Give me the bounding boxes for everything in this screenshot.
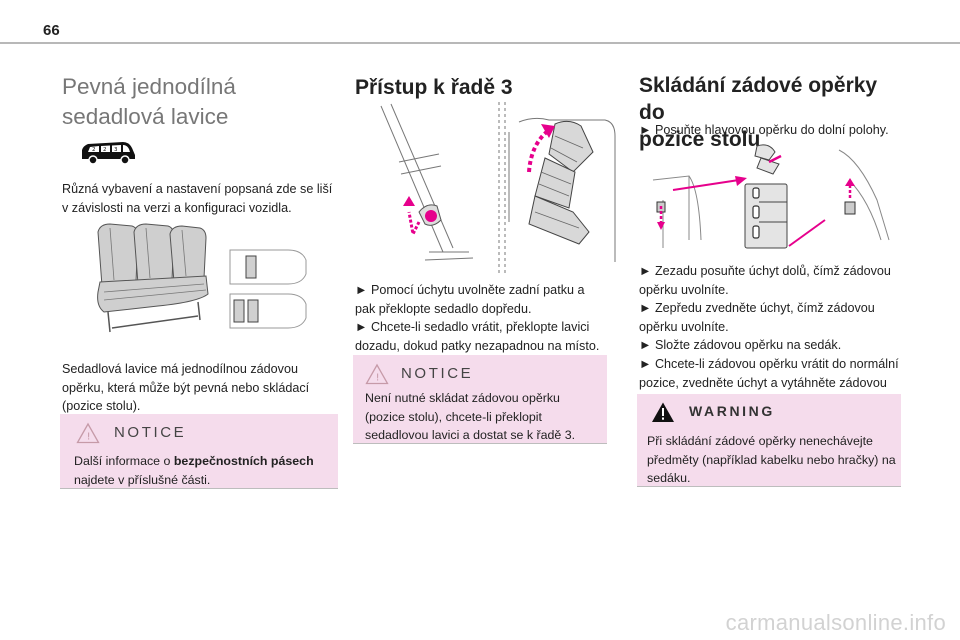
title-line-2: pozice stolu: [639, 128, 761, 151]
bench-seat-illustration: [88, 220, 318, 345]
title-line-2: sedadlová lavice: [62, 104, 229, 129]
row3-steps: ► Pomocí úchytu uvolněte zadní patku a p…: [355, 281, 607, 355]
notice-box-backrest: ! NOTICE Není nutné skládat zádovou opěr…: [353, 355, 607, 444]
table-position-steps: ► Zezadu posuňte úchyt dolů, čímž zádovo…: [639, 262, 901, 411]
van-icon: 2 2 3: [79, 140, 137, 166]
step-rear-handle: ► Zezadu posuňte úchyt dolů, čímž zádovo…: [639, 264, 891, 297]
warning-triangle-icon: [652, 402, 674, 422]
notice-title: NOTICE: [401, 365, 474, 382]
title-line-1: Pevná jednodílná: [62, 74, 236, 99]
tilt-seat-illustration: [369, 102, 619, 274]
title-line-1: Skládání zádové opěrky do: [639, 74, 878, 124]
svg-text:3: 3: [114, 147, 118, 153]
warning-title: WARNING: [689, 403, 775, 419]
warning-triangle-icon: !: [365, 363, 389, 385]
notice-text: Další informace o bezpečnostních pásech …: [74, 454, 314, 487]
warning-text: Při skládání zádové opěrky nenechávejte …: [647, 434, 896, 486]
svg-text:2: 2: [103, 147, 107, 153]
page-number: 66: [43, 22, 60, 39]
fold-backrest-illustration: [649, 140, 893, 252]
step-fold-backrest: ► Složte zádovou opěrku na sedák.: [639, 338, 842, 353]
notice-text: Není nutné skládat zádovou opěrku (pozic…: [365, 391, 576, 443]
svg-text:!: !: [376, 373, 380, 384]
section-title-fixed-bench: Pevná jednodílná sedadlová lavice: [62, 72, 236, 132]
notice-box-seatbelts: ! NOTICE Další informace o bezpečnostníc…: [60, 414, 338, 489]
warning-box-objects: WARNING Při skládání zádové opěrky nenec…: [637, 394, 901, 487]
svg-text:2: 2: [92, 147, 96, 153]
intro-paragraph: Různá vybavení a nastavení popsaná zde s…: [62, 182, 333, 215]
header-rule: [0, 42, 960, 44]
step-front-handle: ► Zepředu zvedněte úchyt, čímž zádovou o…: [639, 301, 875, 334]
warning-triangle-icon: !: [76, 422, 100, 444]
bench-description: Sedadlová lavice má jednodílnou zádovou …: [62, 362, 310, 414]
notice-title: NOTICE: [114, 424, 187, 441]
headrest-instruction: ► Posuňte hlavovou opěrku do dolní poloh…: [639, 123, 889, 137]
step-release-foot: ► Pomocí úchytu uvolněte zadní patku a p…: [355, 283, 585, 316]
section-title-table-position: Skládání zádové opěrky do pozice stolu: [639, 72, 901, 153]
svg-text:!: !: [87, 432, 91, 443]
seatbelts-link-text: bezpečnostních pásech: [173, 454, 314, 468]
step-return-seat: ► Chcete-li sedadlo vrátit, překlopte la…: [355, 320, 600, 353]
footer-watermark: carmanualsonline.info: [725, 610, 946, 635]
section-title-row3-access: Přístup k řadě 3: [355, 76, 513, 99]
